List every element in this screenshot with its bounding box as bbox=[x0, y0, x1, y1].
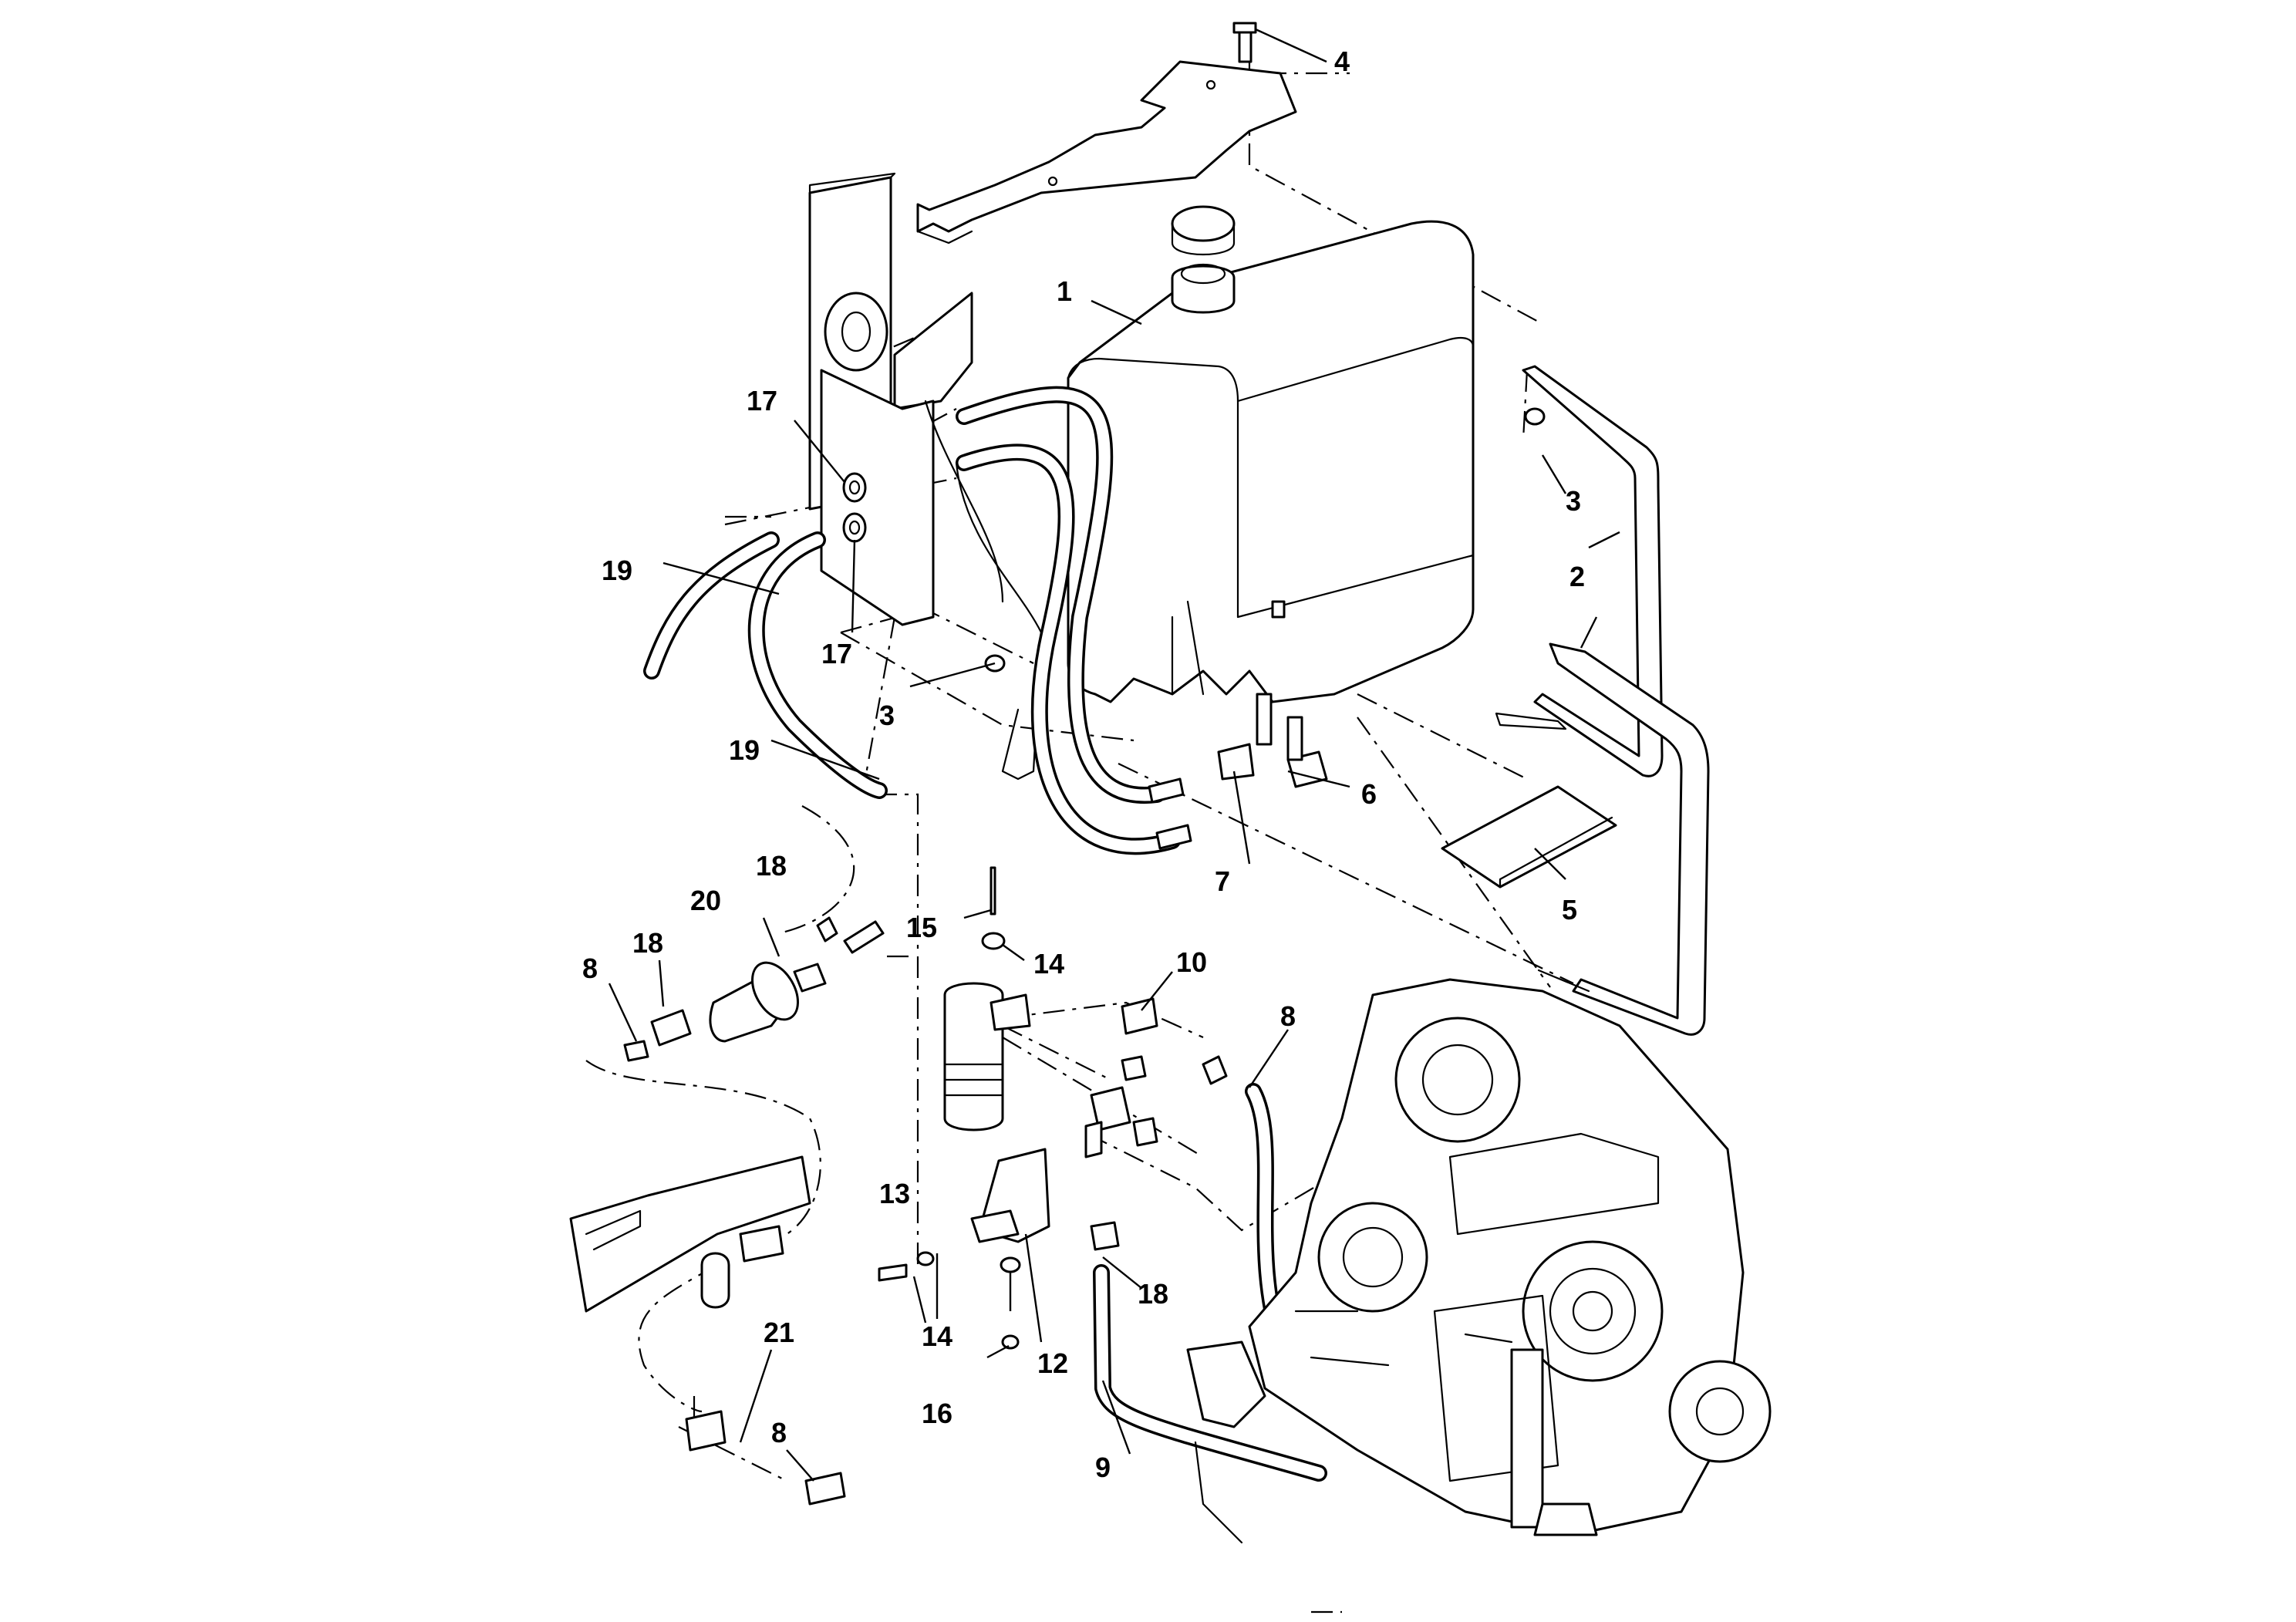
fuel-tank bbox=[1067, 205, 1475, 703]
callout-9: 9 bbox=[1095, 1452, 1111, 1483]
callout-7: 7 bbox=[1215, 865, 1230, 897]
fittings bbox=[1148, 693, 1328, 850]
engine bbox=[1186, 978, 1772, 1544]
callout-12: 12 bbox=[1037, 1347, 1068, 1379]
callout-8-a: 8 bbox=[582, 953, 598, 984]
callout-6: 6 bbox=[1361, 778, 1377, 810]
callout-18-c: 18 bbox=[1138, 1278, 1168, 1310]
callout-19-lower: 19 bbox=[729, 734, 760, 766]
callout-14-upper: 14 bbox=[1033, 948, 1064, 980]
insulation-pad bbox=[1441, 785, 1617, 889]
callout-8-c: 8 bbox=[771, 1417, 787, 1448]
callout-3-right: 3 bbox=[1566, 485, 1581, 517]
callout-10: 10 bbox=[1176, 946, 1207, 978]
tank-strap bbox=[1495, 365, 1710, 1036]
callout-17-lower: 17 bbox=[821, 638, 852, 669]
support-post bbox=[808, 172, 1043, 781]
callout-18-a: 18 bbox=[756, 850, 787, 882]
leader-lines bbox=[608, 28, 1620, 1482]
callout-14-lower: 14 bbox=[922, 1320, 952, 1352]
callout-5: 5 bbox=[1562, 894, 1577, 926]
callout-15: 15 bbox=[906, 912, 937, 943]
grommets bbox=[842, 407, 1546, 673]
callout-4: 4 bbox=[1334, 46, 1350, 77]
callout-18-b: 18 bbox=[632, 927, 663, 959]
inline-fuel-filter bbox=[623, 916, 885, 1062]
callout-20: 20 bbox=[690, 885, 721, 916]
hose-adaptor bbox=[1084, 997, 1228, 1251]
callout-1: 1 bbox=[1057, 275, 1072, 307]
callout-8-b: 8 bbox=[1280, 1000, 1296, 1032]
callout-13: 13 bbox=[879, 1178, 910, 1209]
fuel-filter-assembly bbox=[878, 866, 1050, 1350]
callout-21: 21 bbox=[764, 1317, 794, 1348]
callout-3-left: 3 bbox=[879, 700, 895, 731]
mounting-bracket-plate bbox=[916, 22, 1297, 244]
callout-17-upper: 17 bbox=[747, 385, 777, 416]
chassis-rail bbox=[569, 1155, 846, 1506]
callout-labels: 4 1 17 17 3 2 19 3 19 6 7 5 20 18 18 8 1… bbox=[582, 46, 1585, 1483]
callout-19-upper: 19 bbox=[602, 555, 632, 586]
callout-16: 16 bbox=[922, 1398, 952, 1429]
callout-2: 2 bbox=[1569, 561, 1585, 592]
